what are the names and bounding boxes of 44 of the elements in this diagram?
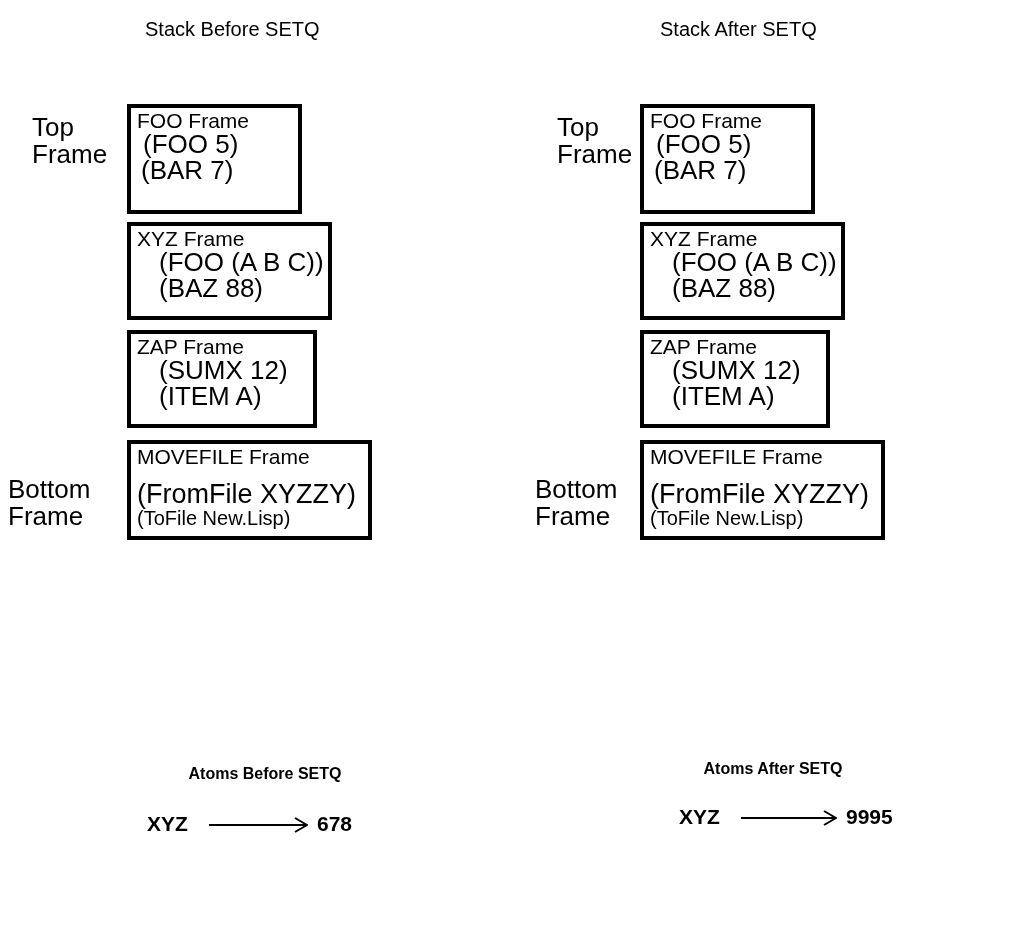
frame-box <box>127 330 317 428</box>
frame-heading: XYZ Frame <box>650 228 759 249</box>
frame-box <box>127 222 332 320</box>
atom-value: 9995 <box>846 806 893 827</box>
arrow <box>740 810 837 826</box>
frame-heading: ZAP Frame <box>650 336 758 357</box>
frame-box <box>640 440 885 540</box>
binding-entry: (BAR 7) <box>653 157 747 183</box>
binding-entry: (BAZ 88) <box>671 275 778 301</box>
binding-entry: (ITEM A) <box>158 383 262 409</box>
frame-side-label: Top Frame <box>32 114 109 169</box>
frame-heading: FOO Frame <box>137 110 250 131</box>
frame-box <box>640 104 815 214</box>
frame-heading: XYZ Frame <box>137 228 246 249</box>
frame-heading: MOVEFILE Frame <box>137 446 311 467</box>
binding-entry: (FOO 5) <box>142 131 240 157</box>
frame-side-label: Bottom Frame <box>535 476 619 531</box>
binding-entry: (BAR 7) <box>140 157 234 183</box>
frame-heading: FOO Frame <box>650 110 763 131</box>
frame-box <box>640 330 830 428</box>
atom-name: XYZ <box>147 813 188 834</box>
binding-entry: (FOO (A B C)) <box>158 249 322 275</box>
binding-entry: (ITEM A) <box>671 383 775 409</box>
binding-entry: (BAZ 88) <box>158 275 265 301</box>
binding-entry: (FOO (A B C)) <box>671 249 835 275</box>
frame-box <box>640 222 845 320</box>
frame-box <box>127 104 302 214</box>
atom-value: 678 <box>317 813 353 834</box>
frame-side-label: Bottom Frame <box>8 476 92 531</box>
binding-entry: (SUMX 12) <box>671 357 802 383</box>
atom-name: XYZ <box>679 806 720 827</box>
atoms-title: Atoms Before SETQ <box>187 765 343 784</box>
binding-entry: (FOO 5) <box>655 131 753 157</box>
atoms-title: Atoms After SETQ <box>702 760 844 779</box>
frame-box <box>127 440 372 540</box>
arrow <box>208 817 308 833</box>
binding-entry: (ToFile New.Lisp) <box>650 508 804 528</box>
frame-heading: MOVEFILE Frame <box>650 446 824 467</box>
stack-title: Stack Before SETQ <box>145 18 320 41</box>
binding-entry: (SUMX 12) <box>158 357 289 383</box>
binding-entry: (ToFile New.Lisp) <box>137 508 291 528</box>
frame-heading: ZAP Frame <box>137 336 245 357</box>
stack-title: Stack After SETQ <box>660 18 817 41</box>
frame-side-label: Top Frame <box>557 114 634 169</box>
